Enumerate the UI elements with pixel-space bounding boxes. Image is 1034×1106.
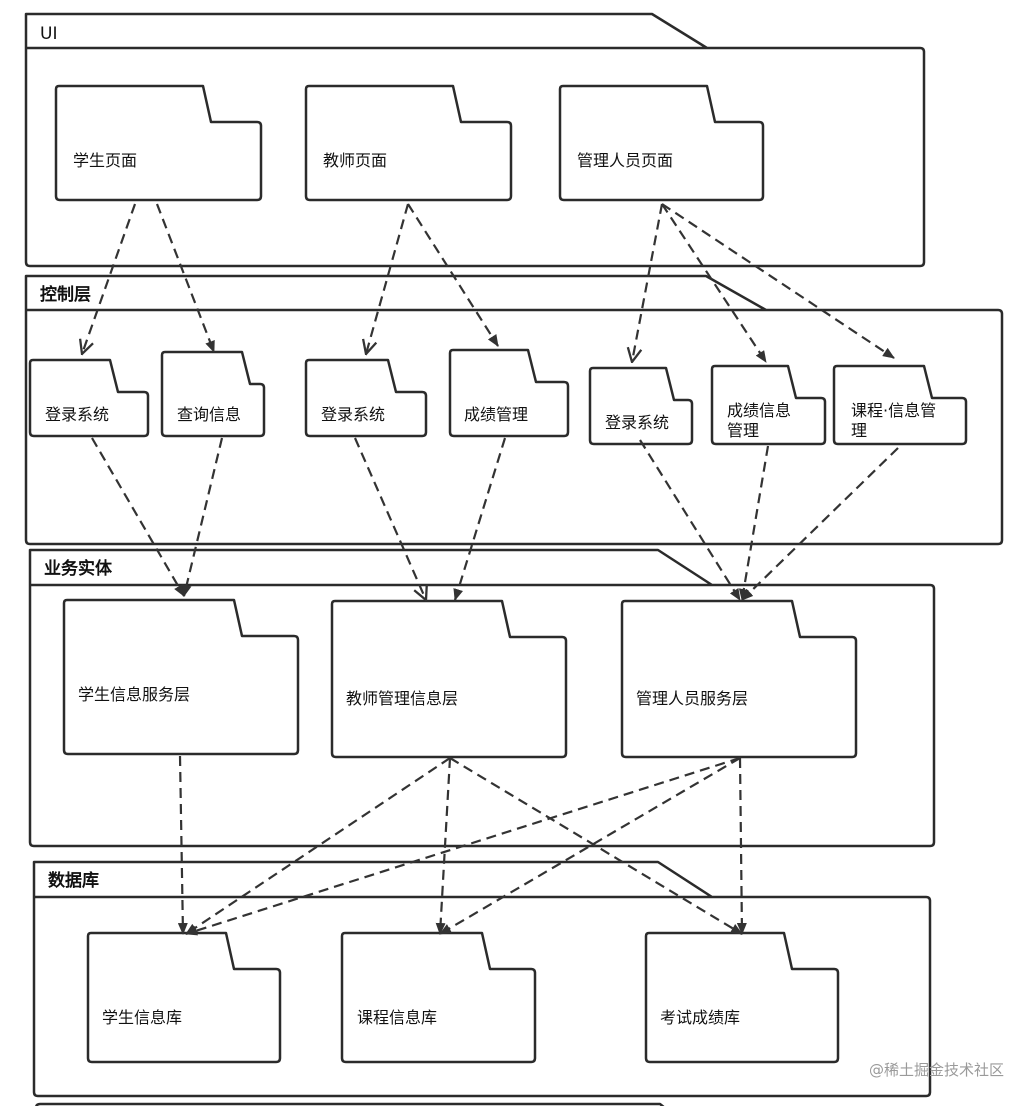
control-package-2: 查询信息 xyxy=(160,350,266,438)
dependency-arrow-20 xyxy=(449,757,743,935)
database-package-1-label: 学生信息库 xyxy=(102,1008,182,1027)
ui-package-3-shape xyxy=(558,84,765,202)
dependency-arrows xyxy=(82,203,899,936)
dependency-arrow-15 xyxy=(177,755,188,935)
business-package-1: 学生信息服务层 xyxy=(62,598,300,756)
control-package-2-label: 查询信息 xyxy=(177,405,241,424)
business-package-2-label: 教师管理信息层 xyxy=(346,689,458,708)
database-package-1-shape xyxy=(86,931,282,1064)
dependency-arrow-19 xyxy=(439,757,741,935)
business-package-1-label: 学生信息服务层 xyxy=(78,685,190,704)
control-package-2-shape xyxy=(160,350,266,438)
control-package-6-label-line1: 成绩信息 xyxy=(727,401,791,420)
control-package-7-label-line1: 课程·信息管 xyxy=(851,401,936,420)
control-package-5-label: 登录系统 xyxy=(605,413,669,432)
database-package-3-shape xyxy=(644,931,840,1064)
control-package-1-shape xyxy=(28,358,150,438)
control-package-4-shape xyxy=(448,348,570,438)
control-package-4-label: 成绩管理 xyxy=(464,405,528,424)
dependency-arrow-7 xyxy=(661,203,895,359)
control-package-5-shape xyxy=(588,366,694,446)
database-package-2-shape xyxy=(340,931,537,1064)
control-package-1: 登录系统 xyxy=(28,358,150,438)
dependency-arrow-11 xyxy=(453,437,507,601)
dependency-arrow-4 xyxy=(407,203,499,347)
business-package-2: 教师管理信息层 xyxy=(330,599,568,759)
business-package-2-shape xyxy=(330,599,568,759)
dependency-arrow-21 xyxy=(736,757,747,935)
database-package-2-label: 课程信息库 xyxy=(357,1008,437,1027)
control-package-6-shape xyxy=(710,364,827,446)
control-package-7-shape xyxy=(832,364,968,446)
ui-package-2-shape xyxy=(304,84,513,202)
ui-package-3: 管理人员页面 xyxy=(558,84,765,202)
dependency-arrow-10 xyxy=(353,437,426,600)
dependency-arrow-18 xyxy=(435,757,452,935)
dependency-arrow-3 xyxy=(366,203,410,354)
database-package-3-label: 考试成绩库 xyxy=(660,1008,740,1027)
control-package-3: 登录系统 xyxy=(304,358,428,438)
dependency-arrow-1 xyxy=(82,203,137,354)
dependency-arrow-13 xyxy=(738,445,770,601)
dependency-arrow-17 xyxy=(185,756,741,936)
layer-business-title: 业务实体 xyxy=(44,558,113,579)
database-package-1: 学生信息库 xyxy=(86,931,282,1064)
ui-package-1: 学生页面 xyxy=(54,84,263,202)
dependency-arrow-16 xyxy=(185,757,451,935)
business-package-1-shape xyxy=(62,598,300,756)
database-package-2: 课程信息库 xyxy=(340,931,537,1064)
control-package-3-shape xyxy=(304,358,428,438)
control-package-5: 登录系统 xyxy=(588,366,694,446)
ui-package-2: 教师页面 xyxy=(304,84,513,202)
ui-package-1-label: 学生页面 xyxy=(73,151,137,170)
business-package-3: 管理人员服务层 xyxy=(620,599,858,759)
ui-package-1-shape xyxy=(54,84,263,202)
dependency-arrow-8 xyxy=(91,437,185,597)
control-package-6-label-line2: 管理 xyxy=(727,421,759,440)
ui-package-3-label: 管理人员页面 xyxy=(577,151,673,170)
packages: 学生页面教师页面管理人员页面登录系统查询信息登录系统成绩管理登录系统成绩信息管理… xyxy=(28,84,968,1064)
control-package-4: 成绩管理 xyxy=(448,348,570,438)
control-package-1-label: 登录系统 xyxy=(45,405,109,424)
database-package-3: 考试成绩库 xyxy=(644,931,840,1064)
layer-control-title: 控制层 xyxy=(40,284,91,305)
control-package-3-label: 登录系统 xyxy=(321,405,385,424)
dependency-arrow-9 xyxy=(181,437,224,597)
ui-package-2-label: 教师页面 xyxy=(323,151,387,170)
layer-ui-title: UI xyxy=(40,24,57,44)
business-package-3-shape xyxy=(620,599,858,759)
layer-database-title: 数据库 xyxy=(48,870,99,891)
dependency-arrow-2 xyxy=(155,203,216,353)
dependency-arrow-5 xyxy=(632,203,664,362)
watermark: @稀土掘金技术社区 xyxy=(869,1061,1004,1079)
dependency-arrow-14 xyxy=(741,447,899,601)
control-package-7-label-line2: 理 xyxy=(851,421,867,440)
business-package-3-label: 管理人员服务层 xyxy=(636,689,748,708)
